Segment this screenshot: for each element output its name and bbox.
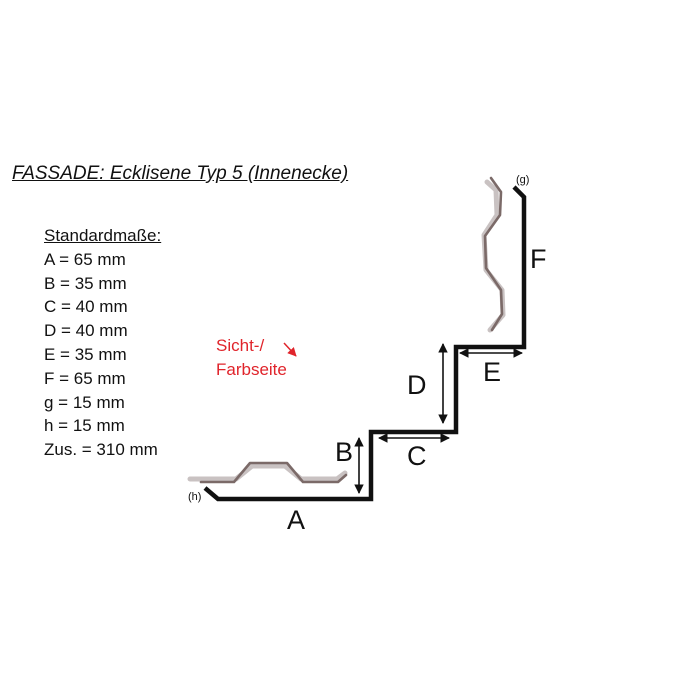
- dimension-g: g = 15 mm: [44, 392, 125, 412]
- hem-label-h: (h): [188, 491, 201, 503]
- standard-dimensions-list: A = 65 mm B = 35 mm C = 40 mm D = 40 mm …: [44, 248, 161, 462]
- standard-dimensions-heading: Standardmaße:: [44, 226, 162, 245]
- hem-label-g: (g): [516, 174, 529, 186]
- dimension-c: C = 40 mm: [44, 297, 128, 317]
- profile-outline: [203, 185, 527, 502]
- diagram-title: FASSADE: Ecklisene Typ 5 (Innenecke): [12, 163, 349, 184]
- profile-label-a: A: [287, 505, 305, 535]
- visible-side-label-line-1: Sicht-/: [216, 336, 265, 355]
- profile-label-d: D: [407, 370, 427, 400]
- facade-panel-left: [187, 461, 348, 484]
- dimension-b: B = 35 mm: [44, 273, 127, 293]
- profile-label-f: F: [530, 244, 547, 274]
- visible-side-label: Sicht-/ Farbseite: [216, 334, 287, 382]
- facade-panel-right: [481, 176, 506, 333]
- dimension-total: Zus. = 310 mm: [44, 440, 158, 460]
- profile-label-c: C: [407, 441, 427, 471]
- standard-dimensions: Standardmaße: A = 65 mm B = 35 mm C = 40…: [44, 224, 161, 462]
- dimension-e: E = 35 mm: [44, 344, 127, 364]
- profile-label-b: B: [335, 437, 353, 467]
- visible-side-label-line-2: Farbseite: [216, 360, 287, 379]
- dimension-a: A = 65 mm: [44, 249, 126, 269]
- visible-side-arrow: [283, 342, 297, 357]
- profile-label-e: E: [483, 357, 501, 387]
- dimension-d: D = 40 mm: [44, 321, 128, 341]
- dimension-f: F = 65 mm: [44, 368, 126, 388]
- dimension-h: h = 15 mm: [44, 416, 125, 436]
